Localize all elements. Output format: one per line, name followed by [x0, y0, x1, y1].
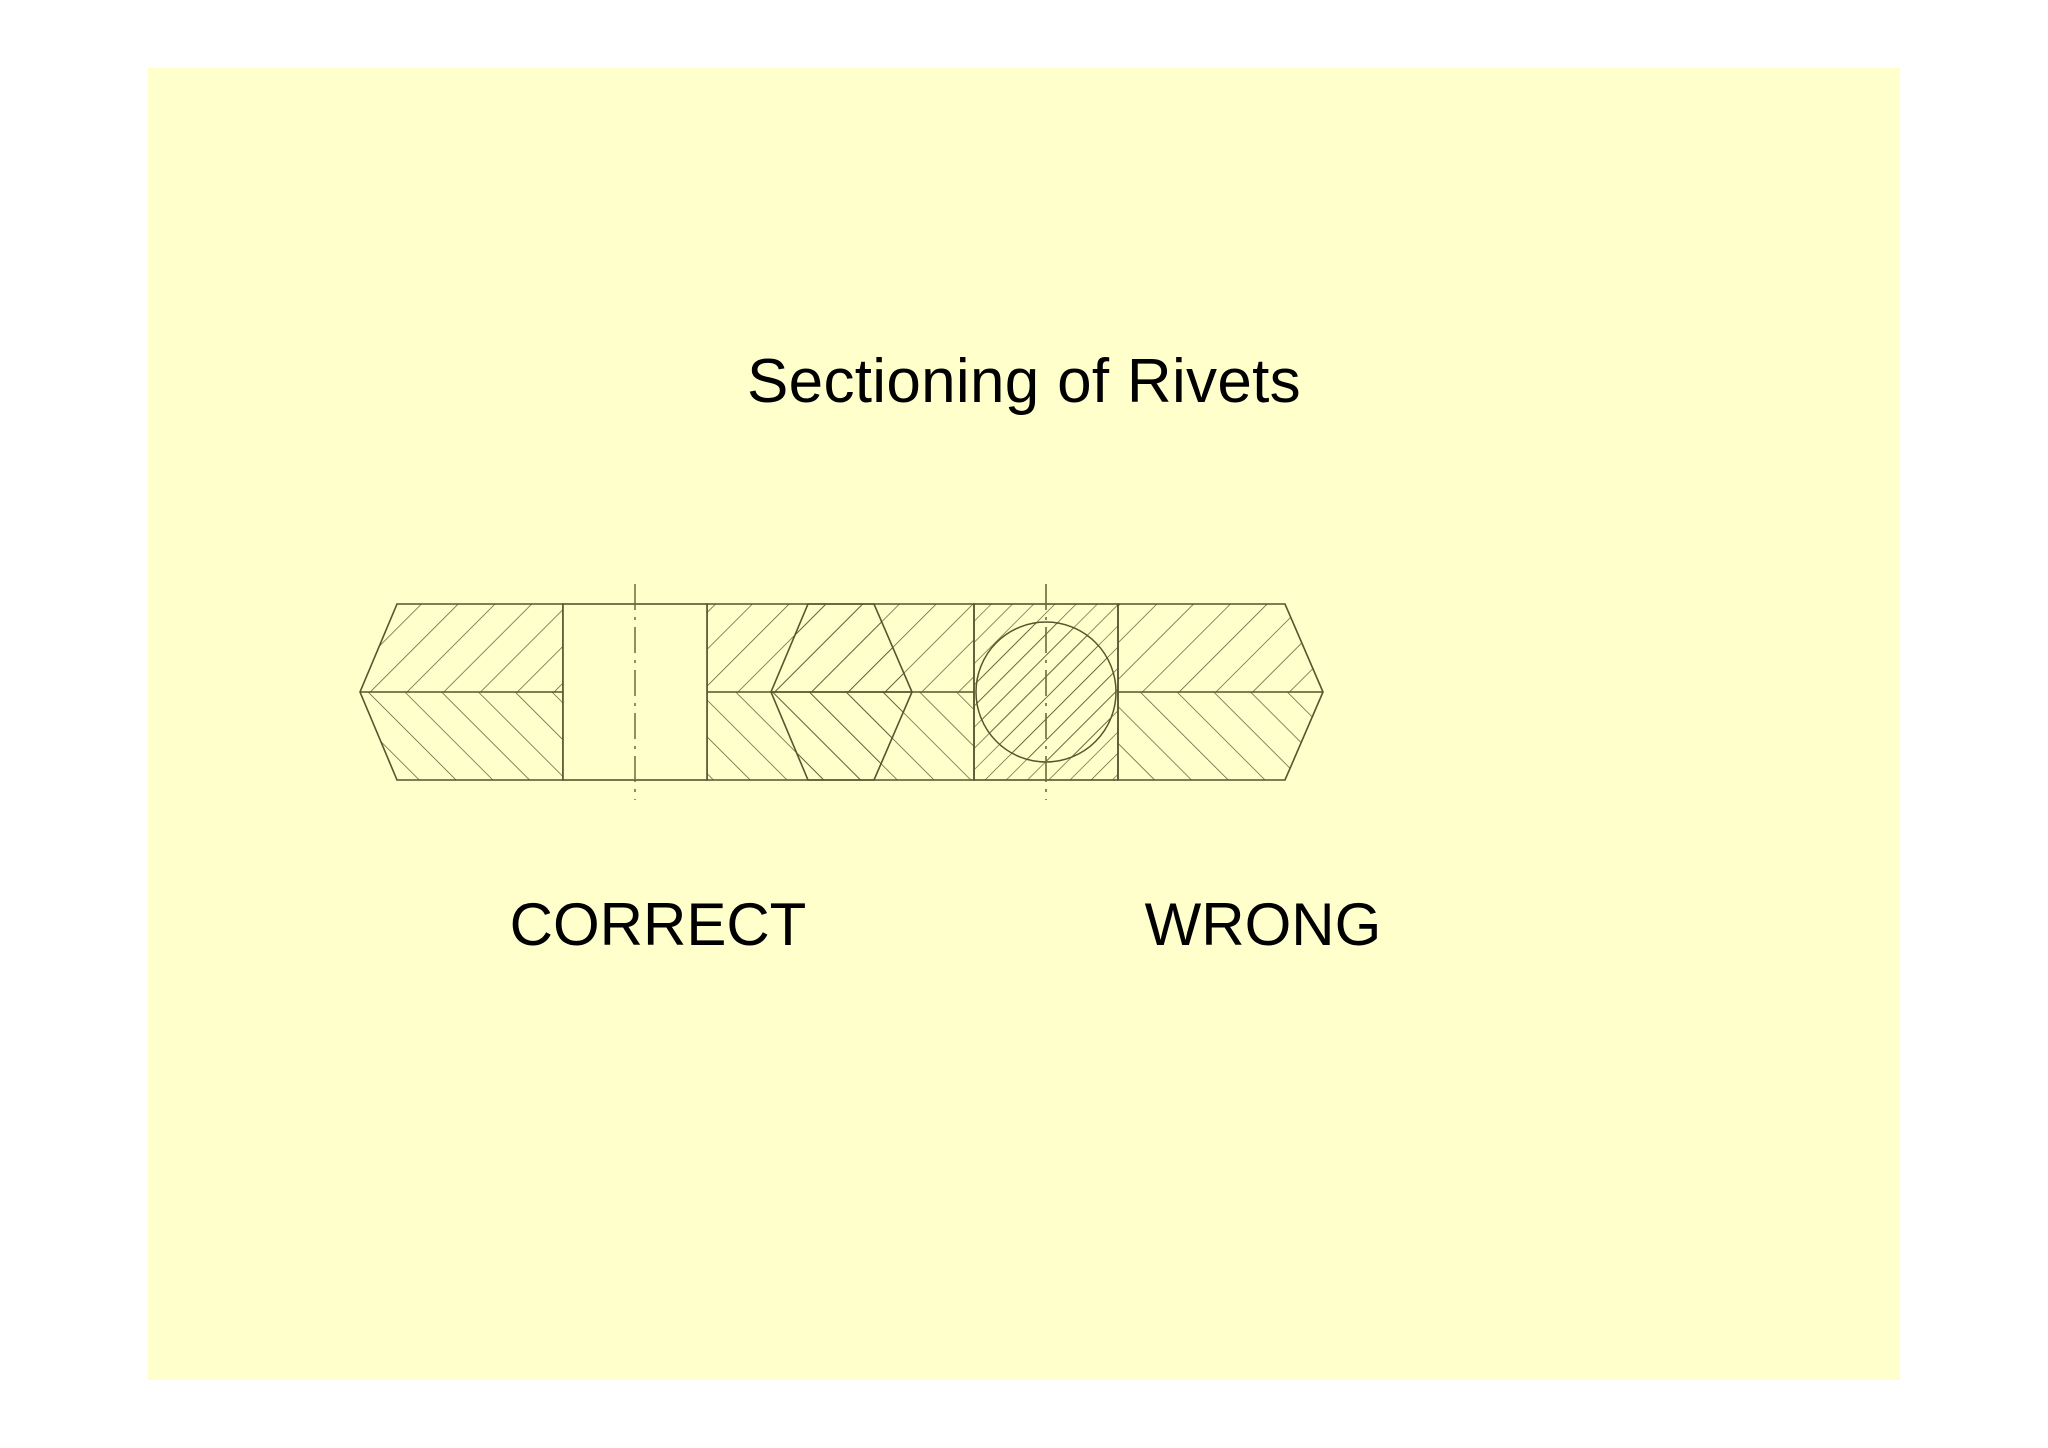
- lower-plate-right-hatch-wrong: [1118, 692, 1323, 780]
- left-plate-outline-wrong: [770, 603, 975, 781]
- upper-plate-right-hatch-wrong: [1118, 604, 1323, 692]
- technical-drawings: [148, 68, 1900, 1380]
- upper-plate-left-hatch-wrong: [771, 604, 974, 692]
- figure-wrong: [770, 584, 1324, 800]
- figure-caption-correct: CORRECT: [509, 891, 807, 958]
- slide-canvas: Sectioning of Rivets: [148, 68, 1900, 1380]
- lower-plate-left-hatch-wrong: [771, 692, 974, 780]
- left-plate-outline-correct: [359, 603, 564, 781]
- lower-plate-left-hatch-correct: [360, 692, 563, 780]
- right-plate-outline-wrong: [1117, 603, 1324, 781]
- figure-caption-wrong: WRONG: [1144, 891, 1382, 958]
- rivet-section-drawings: [359, 584, 1324, 800]
- page-title: Sectioning of Rivets: [747, 347, 1301, 416]
- upper-plate-left-hatch-correct: [360, 604, 563, 692]
